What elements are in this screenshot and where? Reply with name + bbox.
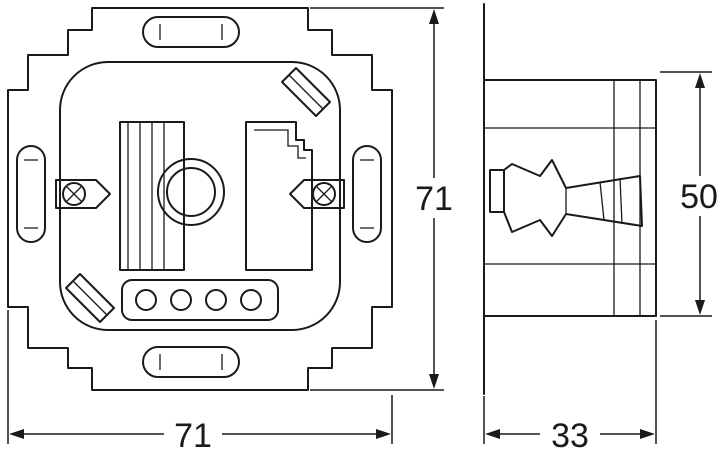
top-slot-detail bbox=[159, 24, 223, 40]
left-contact-block bbox=[119, 121, 185, 271]
bottom-mounting-slot bbox=[142, 346, 240, 378]
front-height-label: 71 bbox=[415, 180, 453, 218]
center-knob bbox=[157, 158, 225, 226]
connector-hole bbox=[135, 289, 157, 311]
side-height-label: 50 bbox=[680, 178, 718, 216]
left-mounting-slot bbox=[16, 145, 46, 243]
dimension-lines bbox=[7, 7, 712, 444]
side-depth-label: 33 bbox=[551, 417, 589, 455]
mounting-plate-outline bbox=[7, 7, 393, 391]
front-width-label: 71 bbox=[174, 417, 212, 455]
side-housing bbox=[483, 79, 657, 317]
top-right-clip-tab bbox=[281, 67, 331, 117]
side-contact-spring bbox=[489, 159, 643, 237]
connector-hole bbox=[170, 289, 192, 311]
left-terminal-screw bbox=[55, 179, 111, 209]
right-mounting-slot bbox=[352, 145, 382, 243]
side-view bbox=[483, 3, 657, 395]
bottom-left-clip-tab bbox=[65, 273, 115, 323]
bottom-slot-detail bbox=[159, 354, 223, 370]
rj-port bbox=[245, 121, 313, 271]
socket-body bbox=[59, 61, 341, 331]
right-slot-detail bbox=[360, 159, 374, 229]
four-hole-connector bbox=[121, 279, 279, 321]
right-terminal-screw bbox=[289, 179, 345, 209]
top-mounting-slot bbox=[142, 16, 240, 48]
connector-hole bbox=[240, 289, 262, 311]
connector-hole bbox=[205, 289, 227, 311]
left-slot-detail bbox=[24, 159, 38, 229]
front-view bbox=[7, 7, 393, 391]
housing-bands bbox=[484, 127, 656, 265]
housing-ribs bbox=[613, 80, 641, 316]
